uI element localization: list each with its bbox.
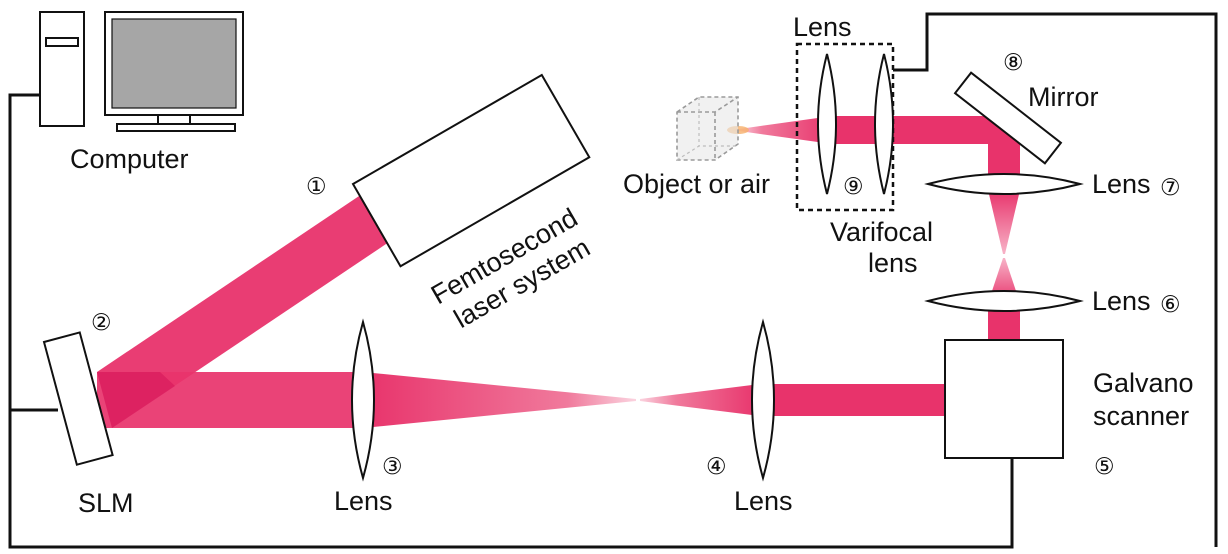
galvano-label-line1: Galvano	[1093, 368, 1194, 398]
varifocal-lens	[874, 53, 894, 195]
desktop-computer-icon	[39, 11, 244, 132]
lens-7	[924, 173, 1084, 195]
control-wire-left	[8, 93, 1014, 549]
fixed-lens	[817, 53, 837, 195]
component-number-3: ③	[382, 453, 403, 479]
lens-6-label: Lens	[1092, 286, 1151, 316]
galvano-scanner-box	[944, 339, 1064, 459]
wireframe-cube-icon	[676, 96, 739, 161]
component-number-4: ④	[706, 453, 727, 479]
lens-3	[351, 318, 375, 482]
varifocal-label-line2: lens	[868, 248, 918, 278]
component-number-5: ⑤	[1094, 453, 1115, 479]
focusing-beam-left	[363, 372, 636, 428]
component-number-9: ⑨	[843, 173, 864, 199]
mirror-label: Mirror	[1028, 82, 1098, 112]
lens-assembly-dashed-box	[795, 42, 895, 212]
object-label: Object or air	[623, 169, 770, 199]
component-number-8: ⑧	[1003, 49, 1024, 75]
lens-4-label: Lens	[734, 486, 793, 516]
mirror-plate	[953, 71, 1063, 165]
laser-beam-to-galvano	[760, 384, 948, 416]
varifocal-label-line1: Varifocal	[830, 217, 933, 247]
slm-label: SLM	[78, 488, 134, 518]
laser-beam-to-object	[732, 116, 832, 144]
control-wire-top	[893, 12, 1218, 547]
slm-panel	[42, 331, 114, 466]
laser-beam-galvano-up	[988, 308, 1020, 340]
lens-6	[924, 290, 1084, 312]
femtosecond-laser-box	[351, 73, 591, 268]
component-number-2: ②	[91, 309, 112, 335]
focusing-beam-upper	[988, 190, 1020, 254]
lens-4	[751, 318, 775, 482]
lens-7-label: Lens	[1092, 169, 1151, 199]
focusing-beam-right	[640, 384, 760, 416]
laser-beam-diagonal	[97, 190, 395, 428]
computer-label: Computer	[70, 144, 189, 174]
lens-assembly-label: Lens	[793, 12, 852, 42]
galvano-label-line2: scanner	[1093, 401, 1189, 431]
component-number-7: ⑦	[1160, 174, 1181, 200]
laser-beam-mirror-out	[893, 116, 1020, 144]
lens-3-label: Lens	[334, 486, 393, 516]
beam-overlap-slm	[97, 372, 175, 428]
component-number-1: ①	[306, 173, 327, 199]
component-number-6: ⑥	[1160, 291, 1181, 317]
